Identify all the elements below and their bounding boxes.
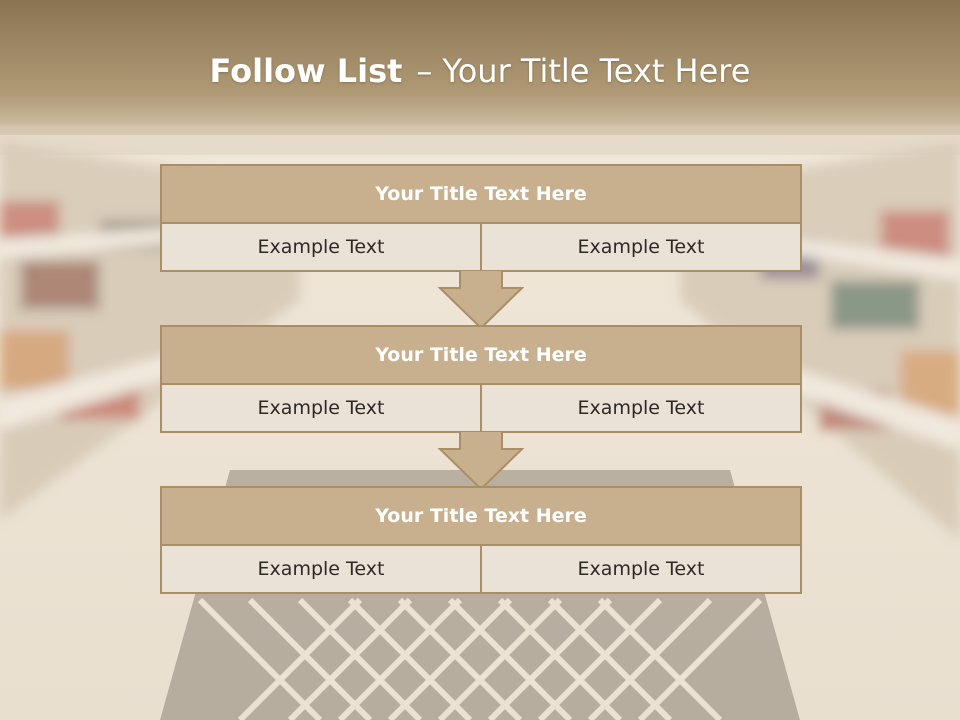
down-arrow-icon: [438, 431, 524, 491]
list-block-3: Your Title Text Here Example Text Exampl…: [160, 486, 802, 594]
slide-title-dash: –: [416, 52, 433, 90]
down-arrow-icon: [438, 270, 524, 330]
block-row: Example Text Example Text: [162, 546, 800, 592]
block-cell-left: Example Text: [162, 224, 480, 270]
slide-title-rest: Your Title Text Here: [442, 52, 751, 90]
block-title: Your Title Text Here: [162, 488, 800, 546]
block-cell-right: Example Text: [480, 385, 800, 431]
list-block-1: Your Title Text Here Example Text Exampl…: [160, 164, 802, 272]
block-cell-left: Example Text: [162, 385, 480, 431]
block-row: Example Text Example Text: [162, 385, 800, 431]
block-cell-right: Example Text: [480, 224, 800, 270]
slide-title: Follow List–Your Title Text Here: [0, 52, 960, 90]
block-title: Your Title Text Here: [162, 166, 800, 224]
slide-title-bold: Follow List: [209, 52, 403, 90]
block-title: Your Title Text Here: [162, 327, 800, 385]
block-cell-left: Example Text: [162, 546, 480, 592]
list-block-2: Your Title Text Here Example Text Exampl…: [160, 325, 802, 433]
block-cell-right: Example Text: [480, 546, 800, 592]
block-row: Example Text Example Text: [162, 224, 800, 270]
